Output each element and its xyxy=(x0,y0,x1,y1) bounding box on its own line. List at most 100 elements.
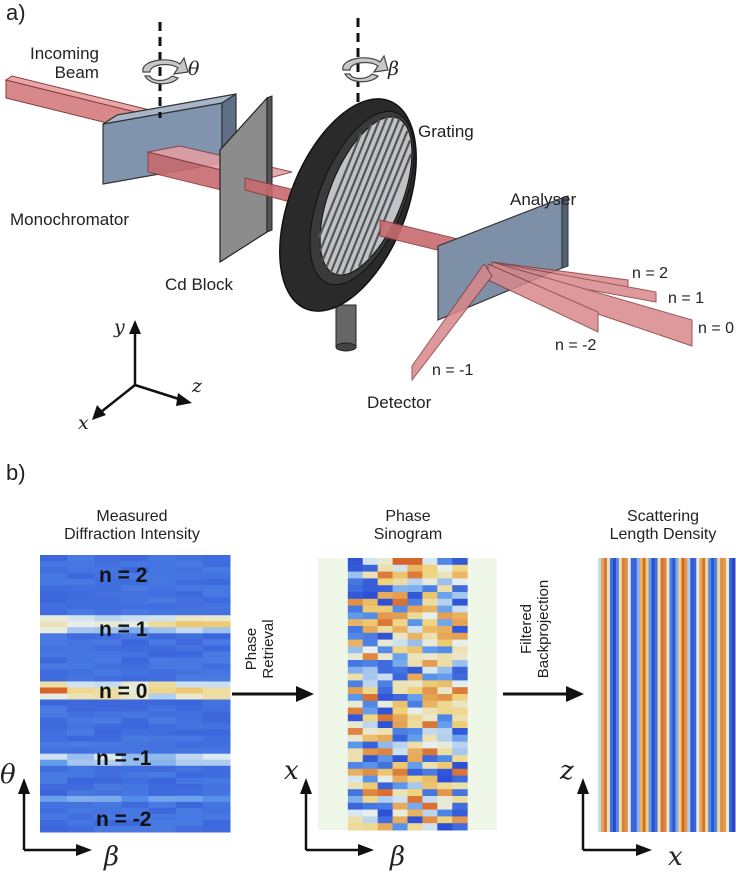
sld-stripe xyxy=(717,558,721,832)
phase-cell xyxy=(452,666,468,675)
intensity-cell xyxy=(94,669,122,676)
phase-cell xyxy=(347,564,364,573)
intensity-cell xyxy=(148,675,177,682)
intensity-order-2: n = 2 xyxy=(99,564,148,587)
intensity-cell xyxy=(148,591,177,598)
phase-cell xyxy=(347,653,364,661)
phase-cell xyxy=(437,619,453,627)
phase-cell xyxy=(452,768,468,777)
intensity-cell xyxy=(67,753,95,761)
phase-title: Phase Sinogram xyxy=(373,508,443,543)
phase-cell xyxy=(377,707,394,715)
phase-cell xyxy=(392,823,408,831)
phase-cell xyxy=(362,639,379,647)
intensity-cell xyxy=(175,657,204,664)
intensity-cell xyxy=(175,561,204,568)
intensity-cell xyxy=(67,717,95,725)
intensity-cell xyxy=(67,789,95,797)
intensity-cell xyxy=(148,627,177,634)
sld-stripe xyxy=(678,558,682,832)
sld-stripe xyxy=(648,558,653,832)
intensity-cell xyxy=(148,765,177,773)
phase-cell xyxy=(377,714,394,722)
intensity-cell xyxy=(148,555,177,562)
intensity-cell xyxy=(148,735,177,743)
intensity-cell xyxy=(175,669,204,676)
intensity-cell xyxy=(121,723,150,731)
phase-cell xyxy=(407,680,423,688)
intensity-cell xyxy=(40,741,68,749)
intensity-cell xyxy=(175,621,204,628)
phase-cell xyxy=(392,673,408,681)
phase-cell xyxy=(437,816,453,824)
phase-cell xyxy=(377,605,394,613)
phase-cell xyxy=(422,598,438,607)
intensity-cell xyxy=(148,819,177,827)
phase-cell xyxy=(362,564,379,573)
intensity-cell xyxy=(202,789,231,797)
phase-cell xyxy=(377,619,394,627)
intensity-cell xyxy=(202,759,231,767)
phase-cell xyxy=(362,789,379,797)
phase-cell xyxy=(407,653,423,661)
intensity-cell xyxy=(202,753,231,761)
phase-cell xyxy=(437,768,453,777)
intensity-cell xyxy=(175,579,204,586)
phase-cell xyxy=(347,775,364,783)
phase-retrieval-label: Phase Retrieval xyxy=(243,619,277,679)
phase-cell xyxy=(452,578,468,586)
intensity-cell xyxy=(40,753,68,761)
intensity-cell xyxy=(67,771,95,779)
intensity-cell xyxy=(148,783,177,791)
phase-cell xyxy=(452,605,468,613)
intensity-cell xyxy=(175,777,204,785)
intensity-cell xyxy=(202,603,231,610)
phase-cell xyxy=(422,605,438,613)
phase-cell xyxy=(452,700,468,709)
phase-cell xyxy=(377,687,394,695)
phase-cell xyxy=(347,639,364,647)
intensity-cell xyxy=(175,591,204,598)
phase-cell xyxy=(437,680,453,688)
intensity-cell xyxy=(121,771,150,779)
phase-cell xyxy=(392,796,408,804)
phase-cell xyxy=(392,816,408,824)
phase-cell xyxy=(377,666,394,675)
phase-cell xyxy=(362,687,379,695)
intensity-cell xyxy=(94,717,122,725)
intensity-cell xyxy=(148,753,177,761)
sld-heatmap xyxy=(598,558,736,832)
intensity-cell xyxy=(40,645,68,652)
phase-cell xyxy=(422,632,438,641)
intensity-cell xyxy=(94,603,122,610)
sld-stripe xyxy=(630,558,635,832)
intensity-y-axis-label: θ xyxy=(0,760,16,790)
phase-cell xyxy=(392,809,408,817)
phase-cell xyxy=(422,558,438,566)
intensity-cell xyxy=(202,801,231,809)
phase-cell xyxy=(362,755,379,763)
phase-cell xyxy=(362,653,379,661)
intensity-cell xyxy=(202,711,231,719)
intensity-cell xyxy=(94,771,122,779)
order-label-m2: n = -2 xyxy=(555,337,597,354)
phase-cell xyxy=(437,721,453,729)
intensity-order-1: n = 1 xyxy=(99,618,148,641)
phase-cell xyxy=(347,592,364,600)
intensity-cell xyxy=(40,747,68,755)
phase-cell xyxy=(452,755,468,763)
intensity-cell xyxy=(202,783,231,791)
intensity-cell xyxy=(40,585,68,592)
diffracted-beams xyxy=(411,261,693,382)
intensity-cell xyxy=(202,687,231,694)
sld-stripe xyxy=(666,558,670,832)
intensity-cell xyxy=(202,717,231,725)
sld-y-axis-label: z xyxy=(560,756,574,786)
phase-cell xyxy=(407,694,423,702)
phase-cell xyxy=(407,748,423,756)
intensity-cell xyxy=(121,651,150,658)
intensity-cell xyxy=(175,771,204,779)
intensity-cell xyxy=(148,813,177,821)
sld-stripe xyxy=(708,558,712,832)
phase-cell xyxy=(407,619,423,627)
